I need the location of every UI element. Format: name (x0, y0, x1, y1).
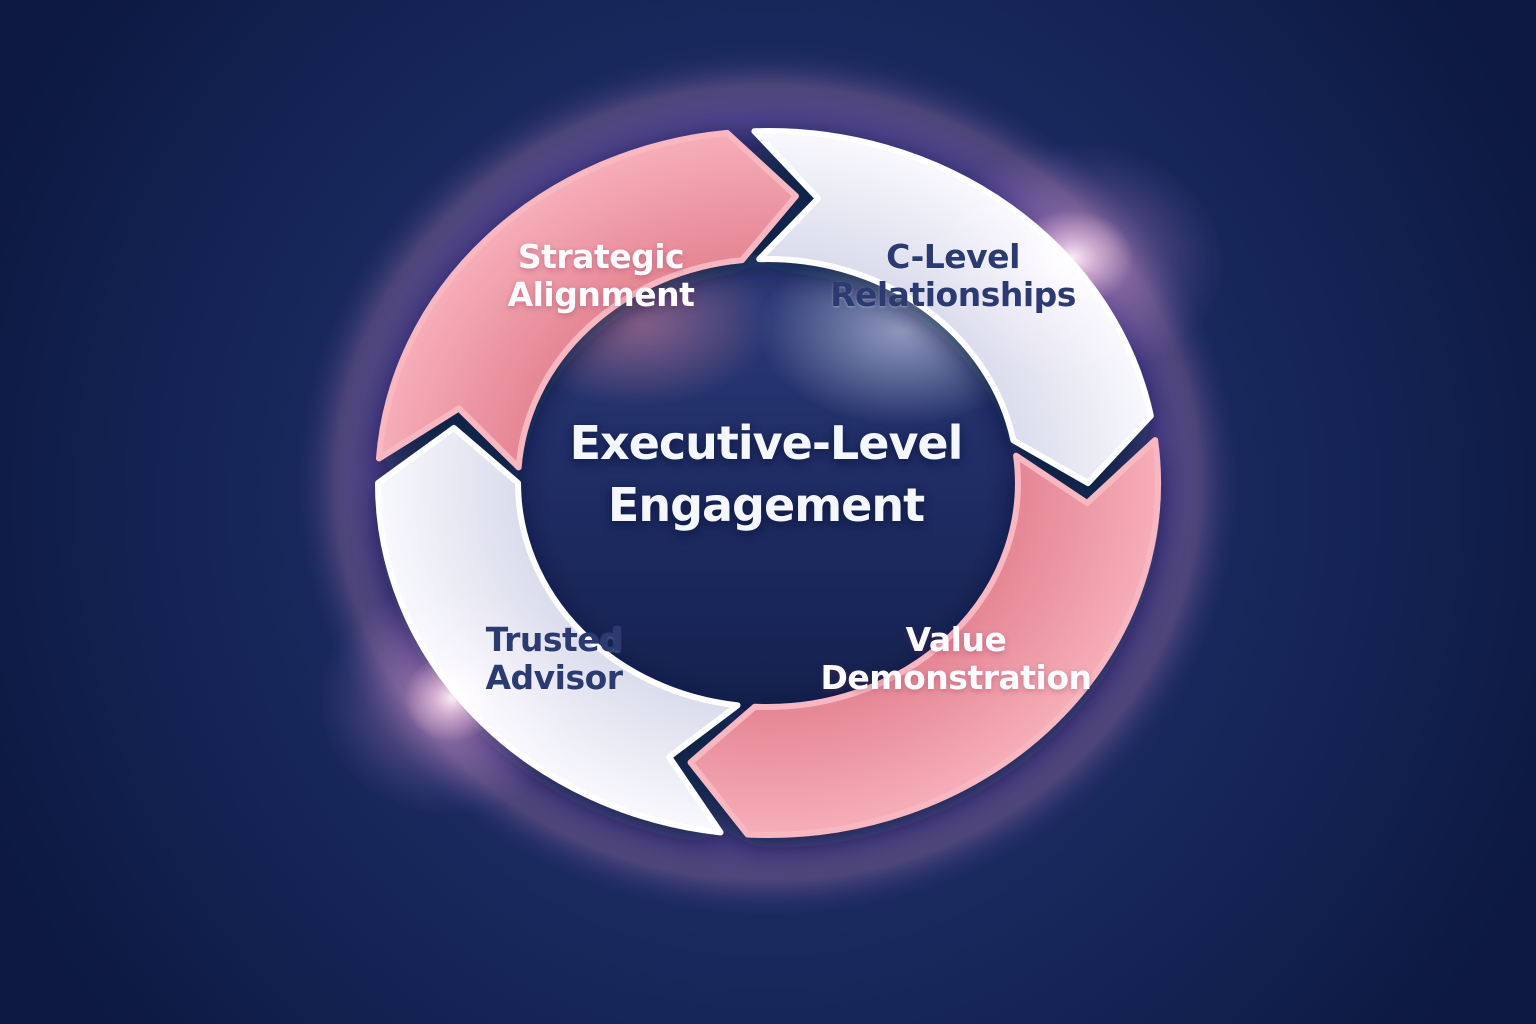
label-line: Alignment (507, 275, 695, 314)
segment-arrow-value-demonstration (687, 437, 1162, 838)
segment-arrow-trusted-advisor (375, 425, 741, 836)
label-line: Demonstration (820, 658, 1092, 697)
title-line: Engagement (607, 478, 925, 532)
label-line: Advisor (485, 658, 623, 697)
label-line: Value (905, 620, 1007, 659)
label-value-demonstration: Value Demonstration (820, 620, 1092, 697)
rim-light-left-core (404, 654, 500, 742)
label-line: Relationships (830, 275, 1076, 314)
label-line: Trusted (485, 620, 623, 659)
label-line: Strategic (517, 237, 685, 276)
segment-arrow-strategic-alignment (376, 129, 799, 471)
label-strategic-alignment: Strategic Alignment (508, 238, 695, 314)
diagram-title: Executive-Level Engagement (569, 412, 964, 536)
title-line: Executive-Level (569, 416, 964, 470)
rim-light-top-right-core (1010, 210, 1134, 306)
label-trusted-advisor: Trusted Advisor (485, 620, 623, 697)
label-c-level-relationships: C-Level Relationships (830, 238, 1076, 314)
label-line: C-Level (886, 237, 1020, 276)
rim-light-effects (318, 142, 1225, 815)
